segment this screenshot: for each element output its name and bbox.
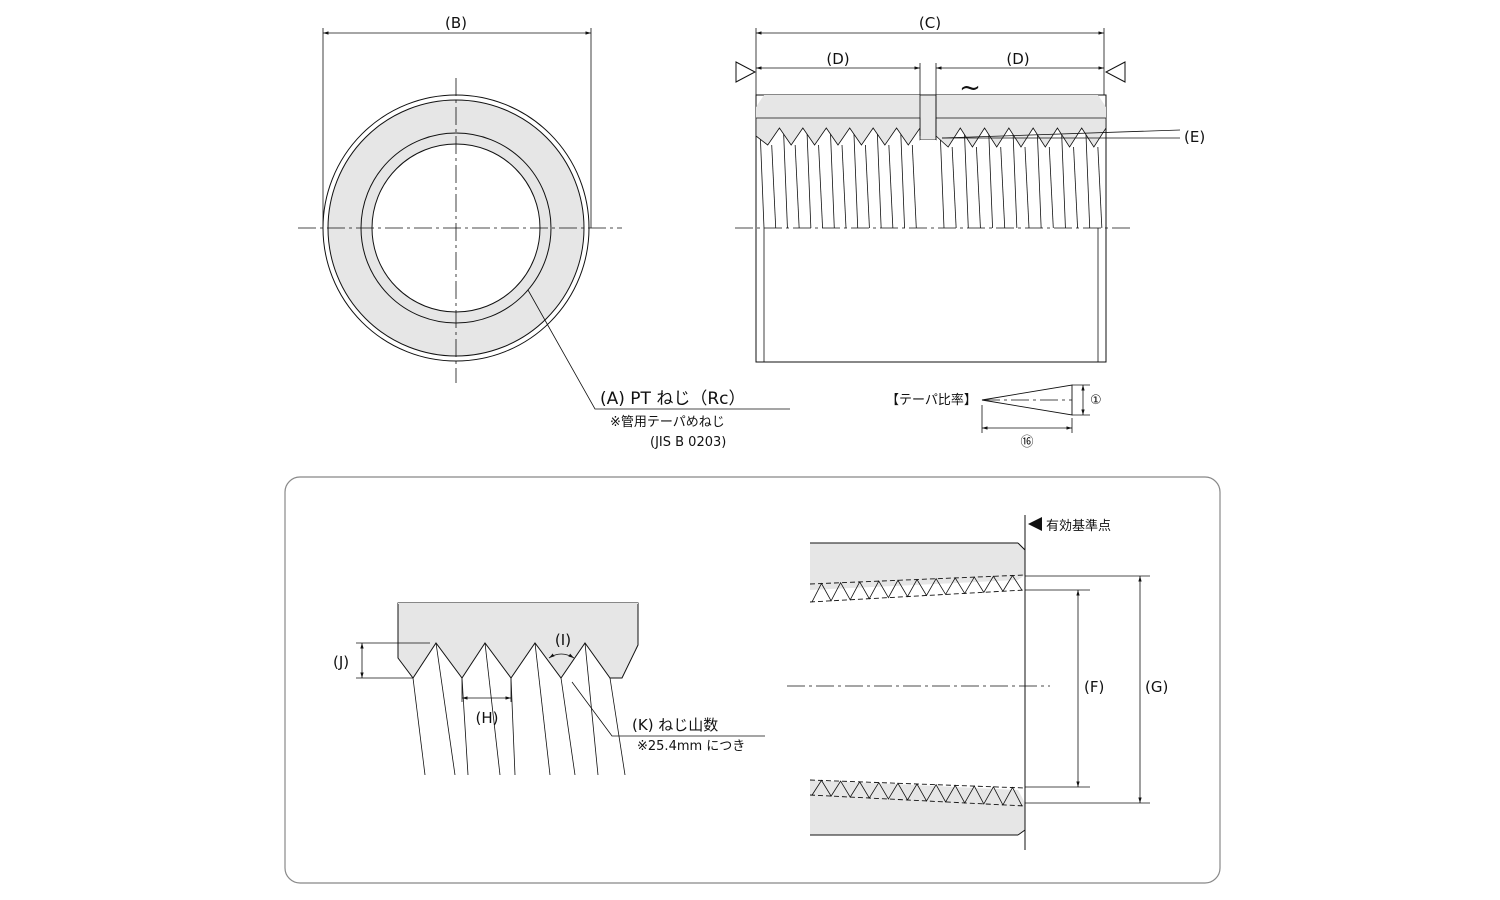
thread-flank-line [435,642,456,776]
thread-line [939,127,945,229]
side-view: (C) (D) (D) ~ (E) [735,14,1205,363]
thread-line [976,146,981,229]
thread-label: (A) PT ねじ（Rc） [600,389,746,409]
thread-line [865,144,870,229]
dim-g-label: (G) [1145,678,1168,696]
leader-a [527,289,790,410]
thread-flank-line [484,642,501,776]
thread-flank-line [534,642,551,776]
section-detail: 有効基準点 (F) (G) [787,515,1168,850]
dim-h-label: (H) [476,709,499,727]
thread-profile-detail: (J) (H) (I) (K) ねじ山数 ※25.4mm につき [333,602,765,776]
thread-line [876,127,882,229]
thread-line [783,127,788,229]
pitch-line [809,779,1026,789]
thread-line [1097,146,1103,229]
thread-line [794,144,800,229]
pitch-line [809,574,1026,585]
thread-line [1085,127,1091,229]
thread-line [1000,146,1006,229]
thread-flank-line [461,677,469,776]
thread-flank-line [412,677,426,776]
taper-title: 【テーパ比率】 [886,392,977,408]
datum-triangle-right [1104,61,1126,83]
thread-line [1036,127,1042,229]
thread-line [841,144,847,229]
reference-arrow-icon [1028,517,1042,531]
dim-e-label: (E) [1184,128,1205,146]
taper-ratio: 【テーパ比率】 ① ⑯ [886,384,1102,450]
taper-rise: ① [1090,393,1102,408]
thread-flank-line [584,642,599,776]
thread-line [1048,146,1054,229]
thread-crest-profile [935,117,1107,148]
thread-line [818,144,823,229]
thread-teeth [811,779,1023,806]
tilde-symbol: ~ [959,73,981,103]
thread-line [853,127,859,229]
thread-line [806,127,812,229]
thread-line [888,144,894,229]
taper-run: ⑯ [1020,435,1033,450]
thread-note: ※管用テーパめねじ [610,415,725,430]
thread-line [1061,127,1066,229]
thread-line [759,127,765,229]
thread-line [900,127,905,229]
detail-panel [284,476,1221,884]
thread-line [829,127,835,229]
thread-line [1012,127,1018,229]
thread-teeth [811,574,1023,603]
thread-flank-line [609,677,626,776]
pitch-line [809,794,1026,807]
dim-d-right-label: (D) [1006,50,1029,68]
thread-count-label: (K) ねじ山数 [632,716,718,734]
front-view: (B) (A) PT ねじ（Rc） ※管用テーパめねじ (JIS B 0203) [298,14,790,450]
thread-line [911,144,917,229]
thread-line [771,144,777,229]
section-thread-teeth [809,574,1026,807]
dim-d-left-label: (D) [826,50,849,68]
dim-b-label: (B) [445,14,467,32]
side-thread-lines [755,117,1107,229]
standard-label: (JIS B 0203) [650,435,726,450]
thread-flank-line [510,677,516,776]
dim-i-label: (I) [555,631,571,649]
thread-count-note: ※25.4mm につき [637,739,745,754]
thread-line [1073,146,1078,229]
thread-line [963,127,969,229]
detail-thread-lines [412,642,626,776]
dim-j-label: (J) [333,653,349,671]
dim-c-label: (C) [919,14,941,32]
thread-line [1024,146,1030,229]
dim-f-label: (F) [1084,678,1104,696]
thread-line [951,146,957,229]
reference-label: 有効基準点 [1046,518,1111,534]
datum-triangle-left [735,61,757,83]
thread-flank-line [560,677,576,776]
pitch-line [809,589,1026,603]
thread-line [988,127,993,229]
thread-crest-profile [755,117,921,146]
